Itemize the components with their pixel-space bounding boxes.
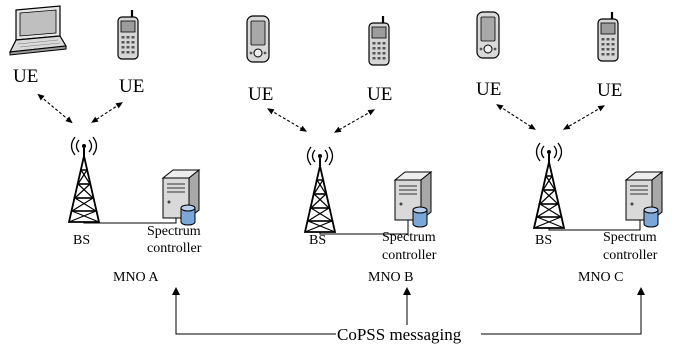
mno-label: MNO C [578, 270, 624, 285]
mno-b-group: UE UE BS Spectrum controller MNO B [246, 14, 437, 285]
spectrum-controller-server-icon [162, 169, 200, 226]
keypad-phone-icon [367, 14, 391, 67]
base-station-tower-icon [533, 142, 565, 229]
mno-c-group: UE UE BS Spectrum controller MNO C [476, 10, 663, 285]
mno-label: MNO A [113, 270, 159, 285]
ue-label: UE [597, 80, 622, 101]
keypad-phone-icon [596, 10, 620, 63]
keypad-phone-icon [116, 8, 140, 61]
wireless-link-arrow [333, 109, 376, 133]
copss-messaging-label: CoPSS messaging [337, 325, 462, 344]
spectrum-controller-label: Spectrum [147, 224, 201, 239]
ue-label: UE [476, 79, 501, 100]
messaging-label-backdrop [336, 325, 481, 345]
base-station-tower-icon [68, 136, 100, 223]
pda-phone-icon [476, 11, 500, 59]
laptop-icon [9, 5, 67, 56]
backhaul-link [548, 220, 641, 231]
wireless-link-arrow [37, 93, 73, 124]
spectrum-controller-label: Spectrum [382, 230, 436, 245]
messaging-arrow-to-mno-a [172, 287, 336, 335]
bs-label: BS [309, 233, 326, 248]
wireless-link-arrow [91, 102, 123, 123]
pda-phone-icon [246, 15, 270, 63]
ue-label: UE [248, 84, 273, 105]
mno-label: MNO B [368, 270, 414, 285]
copss-messaging-bus: CoPSS messaging [172, 287, 645, 345]
spectrum-controller-label: controller [603, 248, 658, 263]
wireless-link-arrow [266, 108, 308, 132]
spectrum-controller-label: Spectrum [603, 230, 657, 245]
ue-label: UE [119, 76, 144, 97]
ue-label: UE [13, 66, 38, 87]
spectrum-controller-label: controller [147, 241, 202, 256]
spectrum-controller-server-icon [394, 171, 432, 228]
base-station-tower-icon [304, 146, 336, 233]
backhaul-link [319, 220, 409, 235]
wireless-link-arrow [562, 105, 606, 130]
mno-a-group: UE UE BS Spectrum controller MNO A [9, 5, 202, 285]
messaging-arrow-to-mno-c [481, 287, 645, 335]
ue-label: UE [367, 84, 392, 105]
wireless-link-arrow [496, 104, 536, 130]
bs-label: BS [535, 233, 552, 248]
backhaul-link [83, 218, 177, 224]
spectrum-controller-server-icon [625, 171, 663, 228]
bs-label: BS [73, 233, 90, 248]
spectrum-controller-label: controller [382, 248, 437, 263]
